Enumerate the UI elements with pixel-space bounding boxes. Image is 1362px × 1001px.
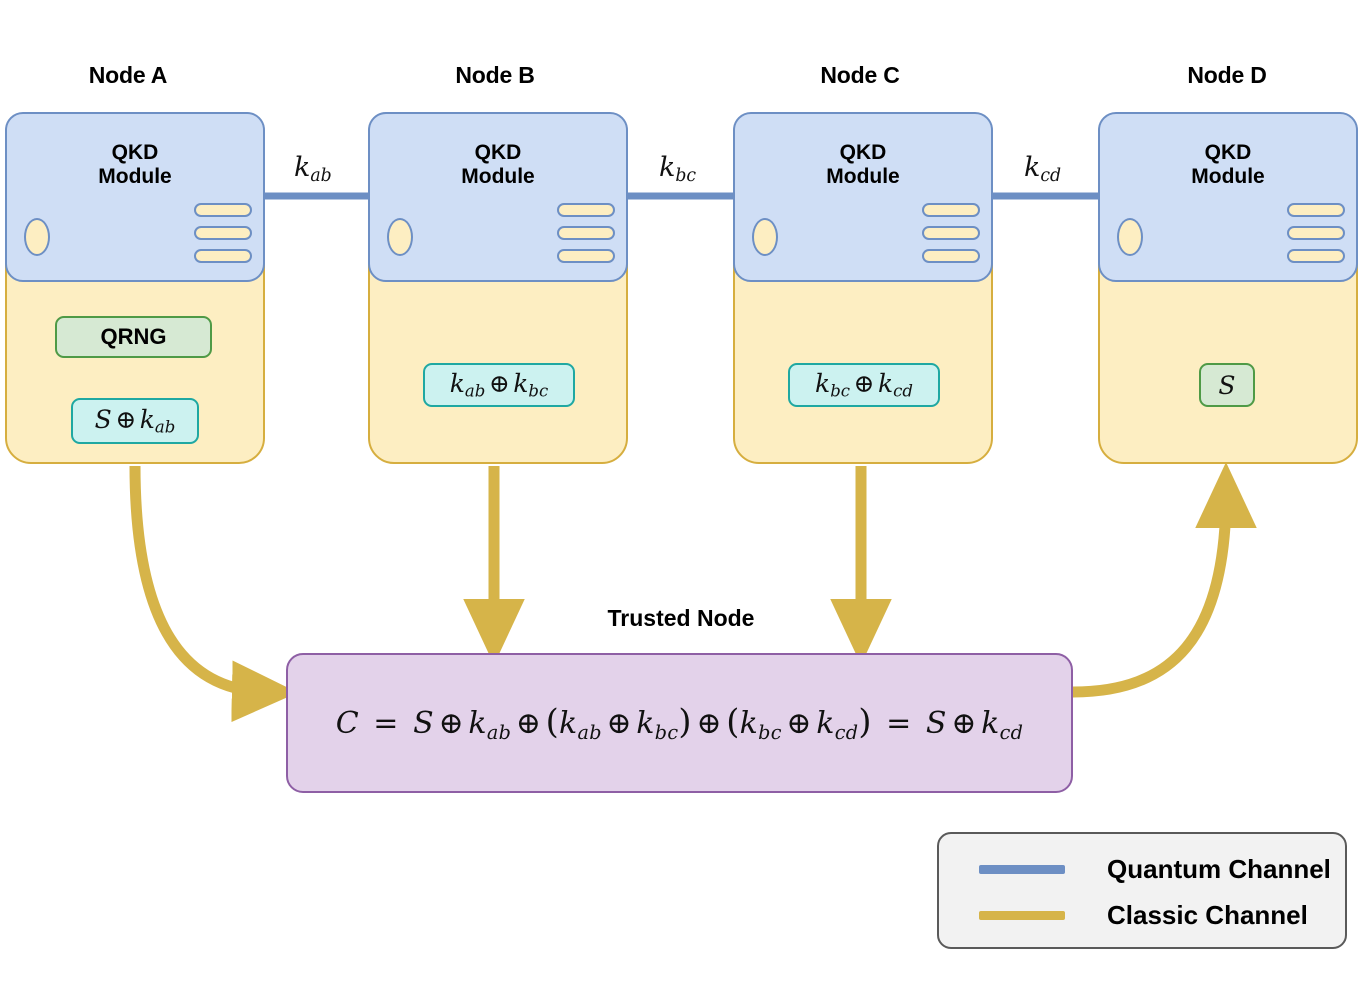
module-slot-icon-d-1 bbox=[1287, 203, 1345, 217]
module-slot-icon-a-1 bbox=[194, 203, 252, 217]
legend-item-quantum-channel: Quantum Channel bbox=[939, 854, 1331, 885]
module-slot-icon-c-3 bbox=[922, 249, 980, 263]
qkd-module-label-d: QKD Module bbox=[1100, 141, 1356, 190]
payload-box-b: kab⊕kbc bbox=[423, 363, 575, 407]
module-slot-icon-b-2 bbox=[557, 226, 615, 240]
qkd-label-line2-a: Module bbox=[98, 165, 172, 189]
qkd-label-line1-a: QKD bbox=[111, 141, 159, 164]
module-slot-icon-d-2 bbox=[1287, 226, 1345, 240]
qkd-module-label-b: QKD Module bbox=[370, 141, 626, 190]
legend-label-quantum: Quantum Channel bbox=[1107, 854, 1331, 884]
node-title-a: Node A bbox=[88, 62, 168, 88]
legend-item-classic-channel: Classic Channel bbox=[939, 900, 1308, 931]
payload-box-c: kbc⊕kcd bbox=[788, 363, 940, 407]
payload-label-b: kab⊕kbc bbox=[449, 369, 549, 401]
classic-link-a-to-trusted bbox=[129, 465, 298, 723]
qkd-module-b: QKD Module bbox=[368, 112, 628, 282]
legend-swatch-classic-icon bbox=[979, 911, 1065, 920]
node-title-c: Node C bbox=[820, 62, 900, 88]
module-slot-icon-a-2 bbox=[194, 226, 252, 240]
module-slot-icon-c-1 bbox=[922, 203, 980, 217]
qkd-label-line1-b: QKD bbox=[474, 141, 522, 164]
qkd-label-line2-d: Module bbox=[1191, 165, 1265, 189]
module-led-icon-d bbox=[1117, 218, 1143, 256]
qkd-module-c: QKD Module bbox=[733, 112, 993, 282]
qkd-module-label-a: QKD Module bbox=[7, 141, 263, 190]
classic-link-trusted-to-d bbox=[1072, 462, 1257, 698]
qkd-module-d: QKD Module bbox=[1098, 112, 1358, 282]
payload-label-d: S bbox=[1218, 370, 1236, 400]
channel-label-cd: kcd bbox=[1024, 152, 1062, 187]
qkd-label-line1-d: QKD bbox=[1204, 141, 1252, 164]
module-slot-icon-a-3 bbox=[194, 249, 252, 263]
qrng-box-a: QRNG bbox=[55, 316, 212, 358]
qkd-label-line2-c: Module bbox=[826, 165, 900, 189]
module-slot-icon-c-2 bbox=[922, 226, 980, 240]
payload-label-c: kbc⊕kcd bbox=[815, 369, 913, 401]
channel-label-ab: kab bbox=[294, 152, 332, 187]
module-slot-icon-b-1 bbox=[557, 203, 615, 217]
qkd-label-line1-c: QKD bbox=[839, 141, 887, 164]
channel-label-bc: kbc bbox=[659, 152, 697, 187]
qrng-label-a: QRNG bbox=[100, 324, 167, 349]
trusted-node-box: C = S⊕kab⊕(kab⊕kbc)⊕(kbc⊕kcd) = S⊕kcd bbox=[286, 653, 1073, 793]
node-title-d: Node D bbox=[1187, 62, 1267, 88]
module-led-icon-a bbox=[24, 218, 50, 256]
qkd-label-line2-b: Module bbox=[461, 165, 535, 189]
payload-label-a: S⊕kab bbox=[94, 405, 176, 437]
module-slot-icon-b-3 bbox=[557, 249, 615, 263]
module-slot-icon-d-3 bbox=[1287, 249, 1345, 263]
legend-label-classic: Classic Channel bbox=[1107, 900, 1308, 930]
qkd-module-label-c: QKD Module bbox=[735, 141, 991, 190]
payload-box-d: S bbox=[1199, 363, 1255, 407]
trusted-node-title: Trusted Node bbox=[607, 605, 755, 631]
legend-box: Quantum Channel Classic Channel bbox=[937, 832, 1347, 949]
legend-swatch-quantum-icon bbox=[979, 865, 1065, 874]
module-led-icon-c bbox=[752, 218, 778, 256]
trusted-node-formula: C = S⊕kab⊕(kab⊕kbc)⊕(kbc⊕kcd) = S⊕kcd bbox=[335, 702, 1024, 744]
payload-box-a: S⊕kab bbox=[71, 398, 199, 444]
node-title-b: Node B bbox=[455, 62, 535, 88]
qkd-module-a: QKD Module bbox=[5, 112, 265, 282]
module-led-icon-b bbox=[387, 218, 413, 256]
